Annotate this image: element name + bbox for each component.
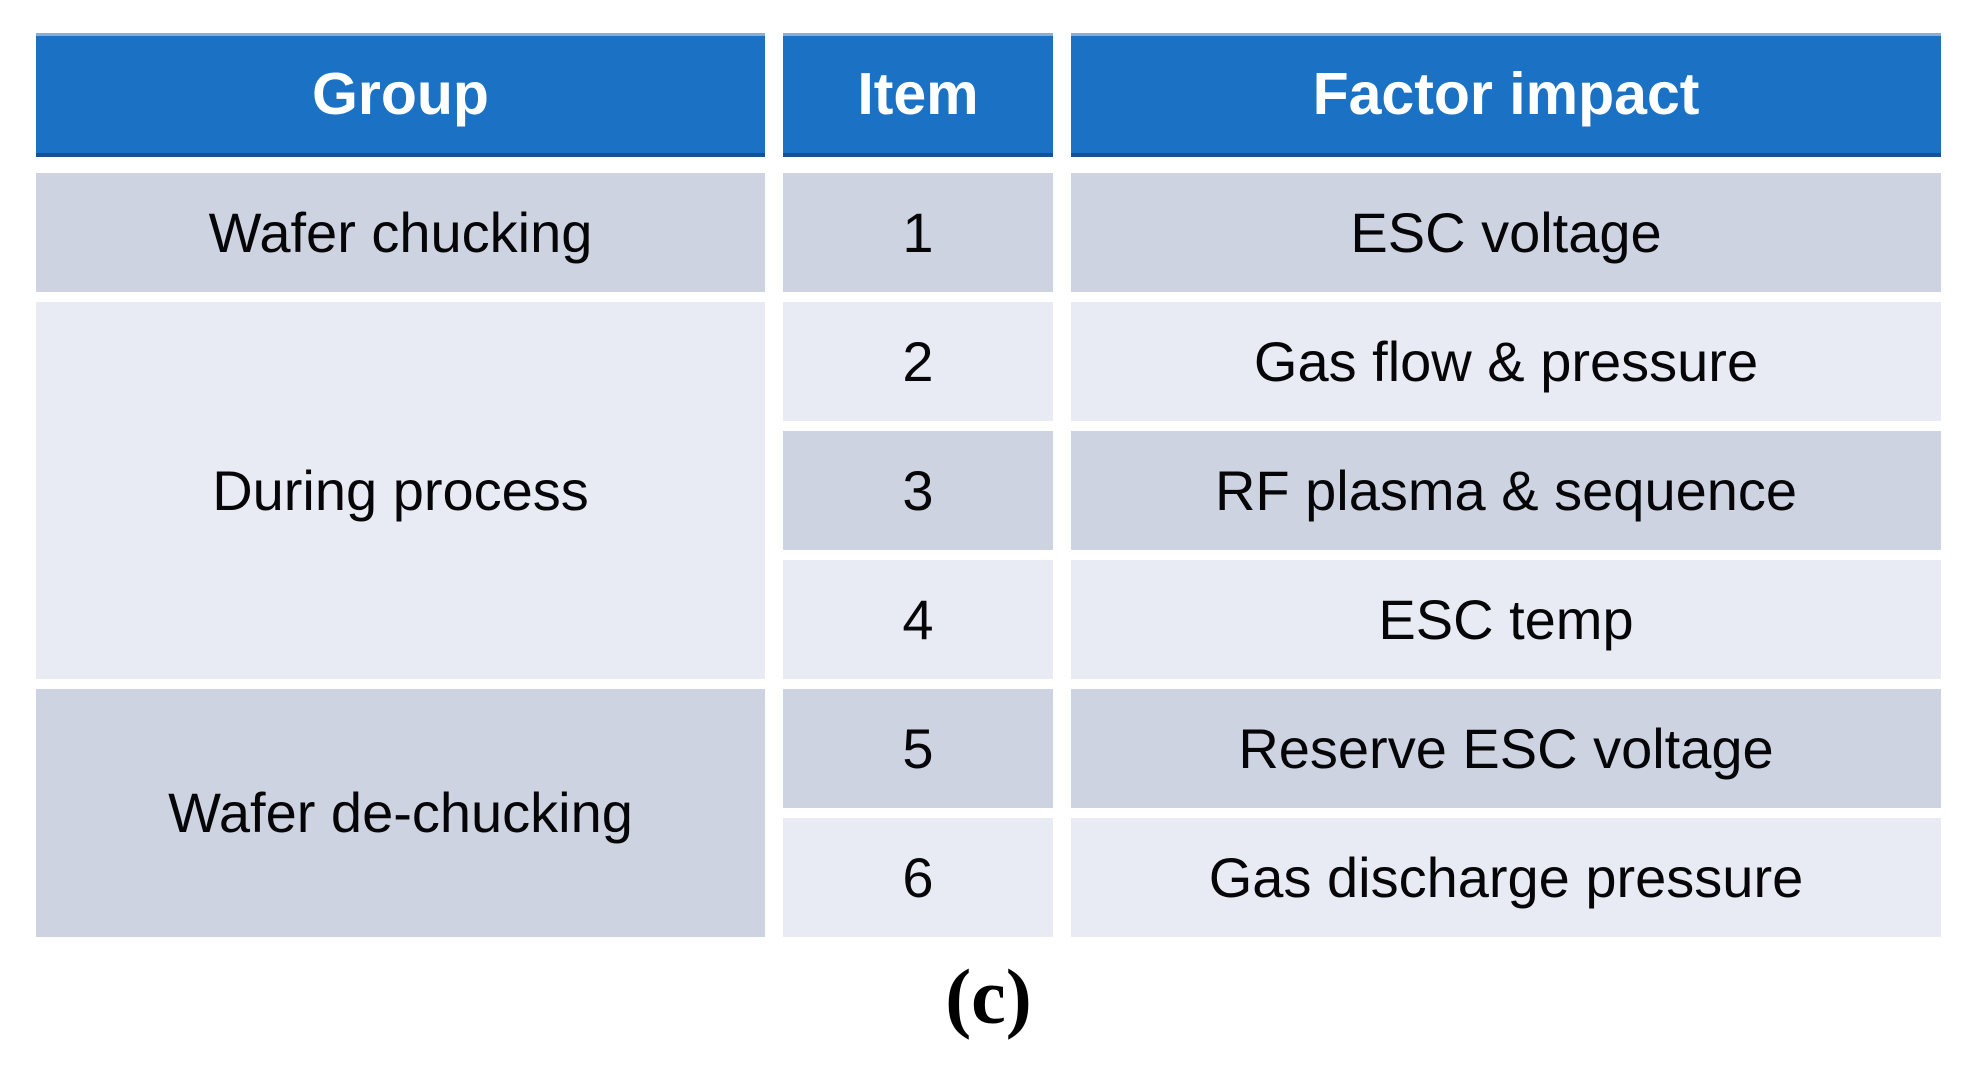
group-cell-wafer-chucking: Wafer chucking [36, 173, 765, 292]
item-cell-5: 5 [783, 689, 1053, 808]
factor-impact-table: Group Item Factor impact Wafer chucking … [36, 33, 1941, 937]
column-header-group: Group [36, 33, 765, 157]
group-cell-wafer-de-chucking: Wafer de-chucking [36, 689, 765, 937]
factor-cell-gas-discharge-pressure: Gas discharge pressure [1071, 818, 1941, 937]
column-header-factor-impact: Factor impact [1071, 33, 1941, 157]
column-header-item: Item [783, 33, 1053, 157]
item-cell-1: 1 [783, 173, 1053, 292]
factor-cell-rf-plasma-sequence: RF plasma & sequence [1071, 431, 1941, 550]
figure-caption-c: (c) [945, 953, 1032, 1040]
factor-cell-gas-flow-pressure: Gas flow & pressure [1071, 302, 1941, 421]
item-cell-6: 6 [783, 818, 1053, 937]
item-cell-3: 3 [783, 431, 1053, 550]
item-cell-4: 4 [783, 560, 1053, 679]
factor-cell-esc-temp: ESC temp [1071, 560, 1941, 679]
item-cell-2: 2 [783, 302, 1053, 421]
factor-cell-reserve-esc-voltage: Reserve ESC voltage [1071, 689, 1941, 808]
group-cell-during-process: During process [36, 302, 765, 679]
factor-cell-esc-voltage: ESC voltage [1071, 173, 1941, 292]
